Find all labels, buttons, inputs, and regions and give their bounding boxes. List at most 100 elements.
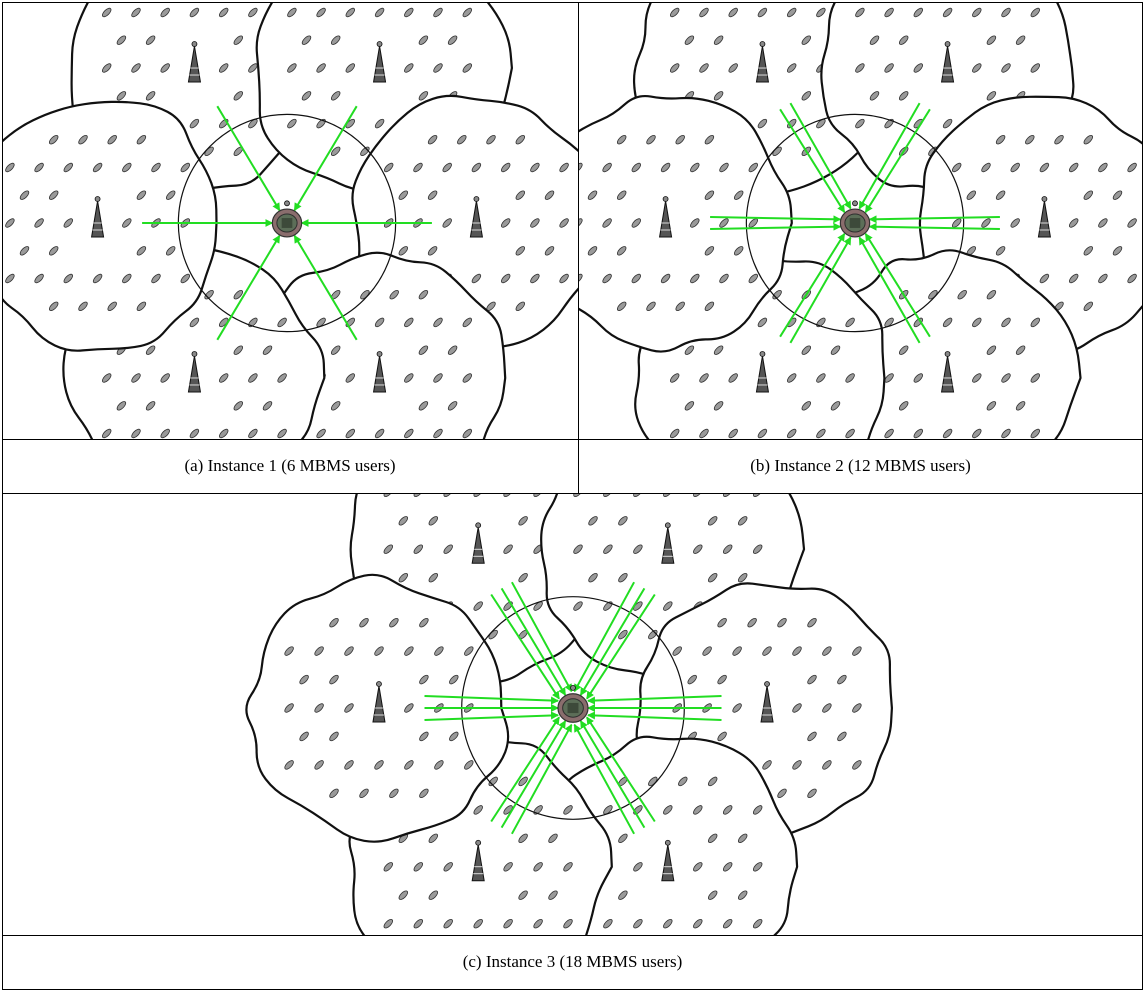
mobile-user-icon xyxy=(1001,63,1011,73)
mobile-user-icon xyxy=(299,731,309,742)
mobile-user-icon xyxy=(428,516,439,526)
mobile-user-icon xyxy=(816,373,826,383)
mobile-user-icon xyxy=(704,246,715,256)
mobile-user-icon xyxy=(1098,273,1108,284)
mobile-user-icon xyxy=(995,246,1006,256)
mobile-user-icon xyxy=(588,516,598,526)
mobile-user-icon xyxy=(404,63,414,73)
stadium-icon xyxy=(271,200,303,238)
mobile-user-icon xyxy=(972,317,982,328)
mobile-user-icon xyxy=(728,428,738,439)
mobile-user-icon xyxy=(443,862,453,872)
mbms-user-arrow xyxy=(424,695,559,705)
mobile-user-icon xyxy=(786,7,797,18)
caption-a: (a) Instance 1 (6 MBMS users) xyxy=(184,456,396,475)
mobile-user-icon xyxy=(530,273,540,284)
mobile-user-icon xyxy=(845,317,855,328)
mobile-user-icon xyxy=(301,35,312,45)
mobile-user-icon xyxy=(837,674,847,685)
panel-b-diagram xyxy=(579,3,1142,439)
mobile-user-icon xyxy=(449,674,459,685)
mobile-user-icon xyxy=(151,162,161,173)
mobile-user-icon xyxy=(404,7,414,18)
mobile-user-icon xyxy=(180,273,191,284)
mobile-user-icon xyxy=(1030,63,1041,73)
mobile-user-icon xyxy=(913,428,924,439)
mbms-user-arrow xyxy=(864,232,931,338)
mobile-user-icon xyxy=(145,91,156,101)
mobile-user-icon xyxy=(500,273,511,284)
caption-b: (b) Instance 2 (12 MBMS users) xyxy=(750,456,971,475)
mobile-user-icon xyxy=(1015,345,1026,355)
mobile-user-icon xyxy=(852,703,862,713)
mobile-user-icon xyxy=(447,401,458,411)
mobile-user-icon xyxy=(518,776,528,787)
mbms-user-arrow xyxy=(868,222,1000,231)
mbms-user-arrow xyxy=(779,108,846,214)
mobile-user-icon xyxy=(63,218,74,228)
mobile-user-icon xyxy=(160,373,170,383)
mobile-user-icon xyxy=(329,731,339,742)
mobile-user-icon xyxy=(533,601,543,611)
mobile-user-icon xyxy=(732,703,742,713)
mobile-user-icon xyxy=(383,544,394,554)
mobile-user-icon xyxy=(1015,401,1026,411)
mobile-user-icon xyxy=(515,246,526,256)
mobile-user-icon xyxy=(419,788,429,799)
mobile-user-icon xyxy=(447,345,458,355)
border-left xyxy=(2,2,3,990)
mobile-user-icon xyxy=(398,890,409,900)
mbms-user-arrow xyxy=(579,587,646,696)
mobile-user-icon xyxy=(345,373,356,383)
mobile-user-icon xyxy=(418,345,429,355)
mobile-user-icon xyxy=(752,494,763,498)
cell-tower-icon xyxy=(469,196,484,238)
mobile-user-icon xyxy=(136,246,147,256)
mobile-user-icon xyxy=(786,373,797,383)
mobile-user-icon xyxy=(1083,301,1094,312)
mobile-user-icon xyxy=(345,428,356,439)
mobile-user-icon xyxy=(717,617,727,628)
mobile-user-icon xyxy=(530,162,540,173)
mobile-user-icon xyxy=(942,118,953,129)
cells-group xyxy=(245,494,894,935)
mobile-user-icon xyxy=(374,7,385,18)
mobile-user-icon xyxy=(515,134,526,145)
mobile-user-icon xyxy=(1001,373,1011,383)
mobile-user-icon xyxy=(1083,190,1094,200)
mobile-user-icon xyxy=(418,91,429,101)
mbms-user-arrow xyxy=(511,581,573,693)
mobile-user-icon xyxy=(801,345,812,355)
mobile-user-icon xyxy=(986,35,997,45)
mobile-user-icon xyxy=(603,601,613,611)
mobile-user-icon xyxy=(122,273,132,284)
mobile-user-icon xyxy=(1112,190,1123,200)
border-right xyxy=(1142,2,1143,990)
mobile-user-icon xyxy=(418,289,429,300)
mobile-user-icon xyxy=(801,35,812,45)
mobile-user-icon xyxy=(690,218,700,228)
cell-tower-icon xyxy=(471,839,485,882)
border-bottom xyxy=(2,989,1143,990)
mobile-user-icon xyxy=(359,788,369,799)
mobile-user-icon xyxy=(316,428,326,439)
mobile-user-icon xyxy=(330,401,341,411)
mobile-user-icon xyxy=(314,646,324,656)
cells-group xyxy=(579,3,1142,439)
mobile-user-icon xyxy=(669,7,680,18)
mobile-user-icon xyxy=(462,7,473,18)
mobile-user-icon xyxy=(801,401,812,411)
mbms-user-arrow xyxy=(864,108,931,214)
mobile-user-icon xyxy=(398,190,409,200)
mobile-user-icon xyxy=(762,760,772,770)
mobile-user-icon xyxy=(383,918,394,929)
mobile-user-icon xyxy=(287,63,297,73)
mobile-user-icon xyxy=(548,833,558,844)
mobile-user-icon xyxy=(603,544,613,554)
mobile-user-icon xyxy=(884,317,894,328)
mobile-user-icon xyxy=(707,833,718,844)
cell-tower-icon xyxy=(471,522,485,564)
mobile-user-icon xyxy=(898,35,909,45)
mobile-user-icon xyxy=(533,494,543,498)
stadium-icon xyxy=(557,684,589,723)
